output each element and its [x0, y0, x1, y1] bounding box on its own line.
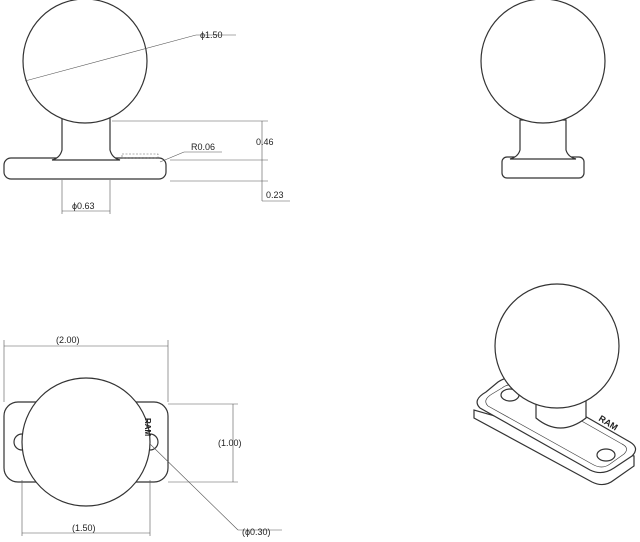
side-ball	[480, 0, 606, 124]
top-view: RAM (2.00) (1.00) (1.50) (ϕ0.30)	[3, 335, 282, 537]
side-neck	[509, 119, 577, 160]
front-base-plate	[3, 157, 167, 180]
side-view	[480, 0, 606, 179]
front-view: ϕ1.50 R0.06 0.46 0.23 ϕ0.63	[3, 0, 290, 214]
base-length-label: (2.00)	[56, 335, 80, 345]
fillet-radius-label: R0.06	[191, 142, 215, 152]
front-neck	[51, 117, 121, 161]
iso-hole-right	[596, 448, 616, 462]
neck-diameter-label: ϕ0.63	[72, 201, 95, 211]
side-base-plate	[501, 156, 585, 179]
iso-ball	[494, 283, 620, 409]
top-ball	[21, 377, 151, 507]
base-width-label: (1.00)	[218, 438, 242, 448]
iso-view: RAM	[473, 283, 637, 486]
ball-diameter-leader	[24, 34, 197, 82]
neck-height-label: 0.46	[256, 137, 274, 147]
ball-diameter-label: ϕ1.50	[200, 30, 223, 40]
front-ball	[22, 0, 148, 124]
top-logo: RAM	[143, 418, 152, 437]
base-thickness-label: 0.23	[266, 190, 284, 200]
ball-extent-label: (1.50)	[72, 523, 96, 533]
hole-diameter-label: (ϕ0.30)	[242, 527, 271, 537]
front-logo-strip	[121, 153, 159, 159]
